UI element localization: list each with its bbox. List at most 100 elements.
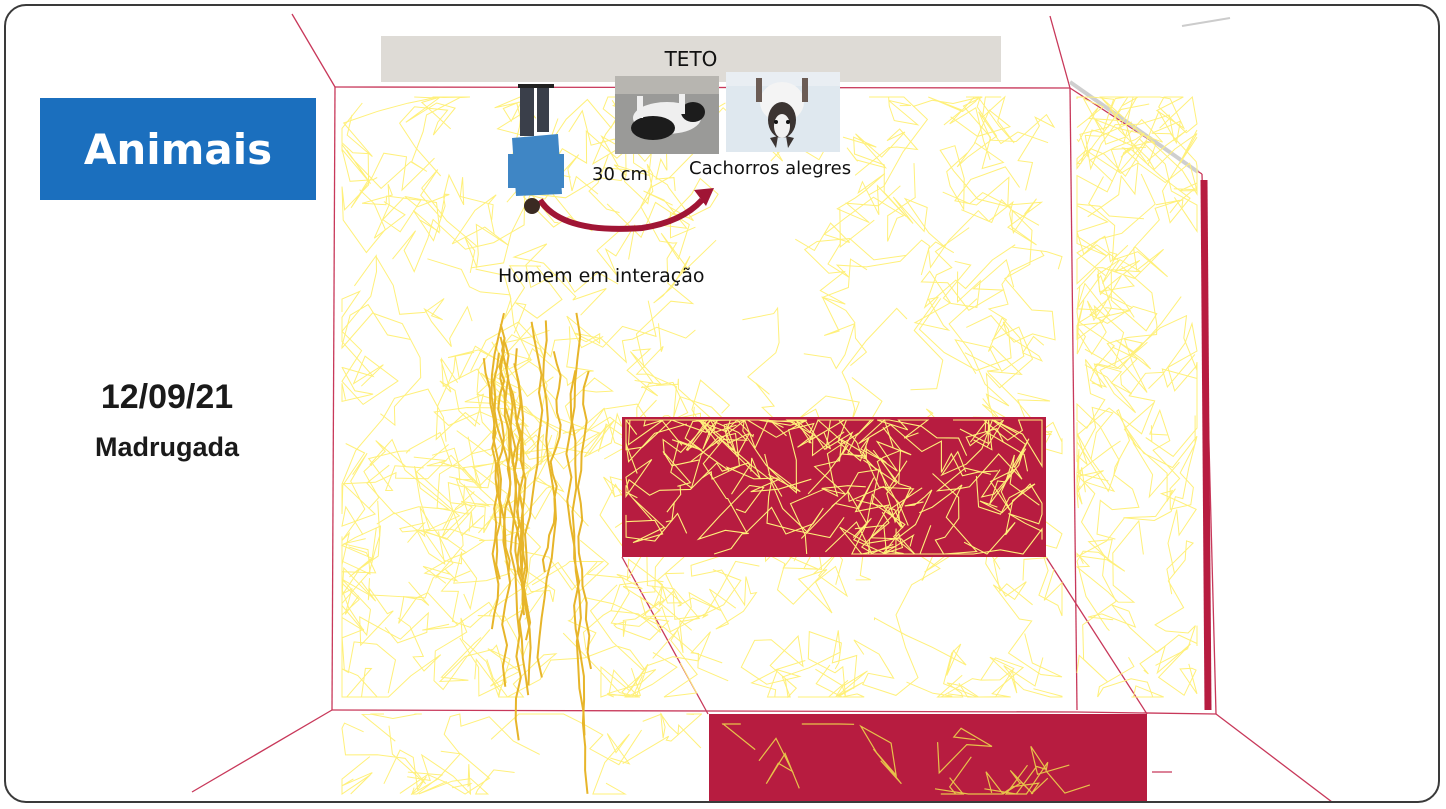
trace-path [476,342,553,470]
orange-streaks [482,312,592,794]
trace-path [427,258,532,370]
trace-path [696,484,765,555]
trace-path [1076,96,1163,143]
trace-path [360,713,422,742]
trace-path [1076,103,1198,192]
trace-path [359,578,429,647]
trace-path [847,485,909,529]
trace-path [642,712,702,749]
trace-path [422,502,542,631]
trace-path [635,146,701,368]
trace-path [795,419,847,457]
trace-path [1076,235,1158,332]
trace-path [1076,473,1117,683]
trace-path [383,749,444,795]
trace-path [341,500,381,617]
trace-path [592,733,631,795]
trace-path [687,419,761,480]
trace-path [625,458,653,521]
trace-path [625,419,683,474]
trace-path [451,194,510,274]
trace-path [743,419,808,450]
trace-path [413,456,508,507]
trace-path [486,584,645,698]
trace-path [1149,408,1196,510]
trace-path [1075,517,1144,603]
trace-path [399,752,491,796]
trace-path [1121,95,1198,134]
streak-path [513,363,530,696]
trace-path [1089,132,1198,234]
trace-path [979,483,1043,533]
trace-path [398,96,456,177]
trace-path [1076,539,1126,632]
trace-path [983,419,1043,468]
trace-path [438,637,507,697]
trace-path [1076,422,1116,493]
trace-path [567,596,723,664]
trace-path [547,95,650,149]
trace-path [1139,643,1198,697]
trace-path [985,537,1063,678]
trace-path [758,737,800,789]
trace-path [622,713,702,765]
trace-path [342,96,471,157]
trace-path [340,525,382,602]
trace-path [407,753,473,796]
streak-path [499,336,525,588]
trace-path [341,388,447,515]
trace-path [1089,341,1148,395]
trace-path [363,440,424,510]
trace-path [731,461,824,535]
trace-path [846,128,919,176]
trace-path [439,357,501,428]
trace-path [480,372,575,493]
streak-path [569,370,589,794]
trace-path [985,250,1045,405]
trace-path [961,198,1056,343]
trace-path [418,769,515,795]
trace-path [470,315,604,372]
trace-path [984,745,1070,795]
trace-path [616,544,675,608]
trace-path [656,556,760,620]
trace-path [906,657,1044,698]
trace-path [869,511,1043,555]
husky-photo [726,72,840,152]
trace-path [531,560,674,627]
trace-path [1076,359,1120,493]
slide-title: Animais [40,98,316,200]
room-diagram [191,13,1332,801]
trace-path [392,174,571,273]
slide-period: Madrugada [94,432,240,462]
trace-path [1154,540,1196,666]
trace-path [789,432,867,555]
trace-path [1097,656,1164,698]
arrow-head-icon [694,188,714,206]
ceiling-label: TETO [664,47,718,71]
man-label: Homem em interação [498,265,705,287]
door-edge [1200,179,1212,711]
trace-path [369,438,486,611]
trace-path [375,256,473,348]
trace-path [341,641,397,698]
trace-path [935,438,1030,492]
trace-path [1132,442,1197,574]
trace-path [800,477,890,555]
trace-path [342,617,442,698]
trace-path [803,296,868,370]
trace-path [606,201,717,304]
curved-arrow-icon [537,197,705,232]
trace-path [985,769,1034,795]
trace-path [1076,96,1135,153]
trace-path [807,630,868,698]
trace-path [1096,408,1140,540]
trace-path [526,326,594,411]
trace-path [607,651,678,698]
trace-path [361,184,422,239]
trace-path [341,254,399,406]
streak-path [536,320,558,678]
trace-path [341,453,371,588]
trace-path [341,102,386,254]
trace-path [562,632,649,698]
